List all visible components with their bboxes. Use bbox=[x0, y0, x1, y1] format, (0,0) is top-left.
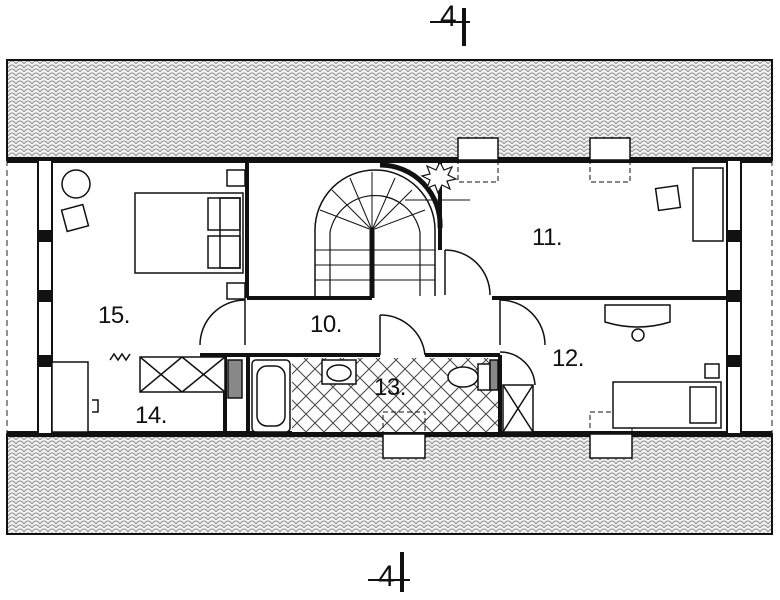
section-marker-top bbox=[430, 8, 470, 46]
armchair-room-15 bbox=[60, 169, 91, 233]
furniture-room-12 bbox=[604, 304, 722, 429]
room-label-13: 13. bbox=[374, 374, 406, 401]
room-label-15: 15. bbox=[98, 302, 130, 329]
skylights bbox=[382, 137, 633, 459]
plant bbox=[420, 160, 458, 195]
interior-walls bbox=[200, 160, 730, 434]
washbasin bbox=[321, 359, 357, 385]
section-mark-top-label: 4 bbox=[440, 0, 457, 33]
roof-top bbox=[6, 59, 773, 161]
gable-windows bbox=[38, 230, 741, 367]
furniture-room-11 bbox=[654, 167, 724, 242]
radiator bbox=[109, 352, 131, 362]
room-label-11: 11. bbox=[532, 224, 563, 251]
section-mark-bottom-label: 4 bbox=[378, 560, 395, 593]
bed-room-15 bbox=[134, 169, 246, 300]
toilet bbox=[447, 359, 499, 391]
section-marker-bottom bbox=[368, 552, 410, 592]
room-label-12: 12. bbox=[552, 345, 584, 372]
room-label-10: 10. bbox=[310, 311, 342, 338]
side-dashed-lines bbox=[6, 160, 773, 434]
staircase bbox=[314, 162, 470, 298]
room-label-14: 14. bbox=[135, 402, 167, 429]
bathtub bbox=[251, 359, 291, 433]
doors bbox=[199, 249, 546, 386]
wardrobe bbox=[139, 356, 243, 399]
shower bbox=[502, 384, 534, 433]
sink-room-14 bbox=[51, 361, 99, 433]
